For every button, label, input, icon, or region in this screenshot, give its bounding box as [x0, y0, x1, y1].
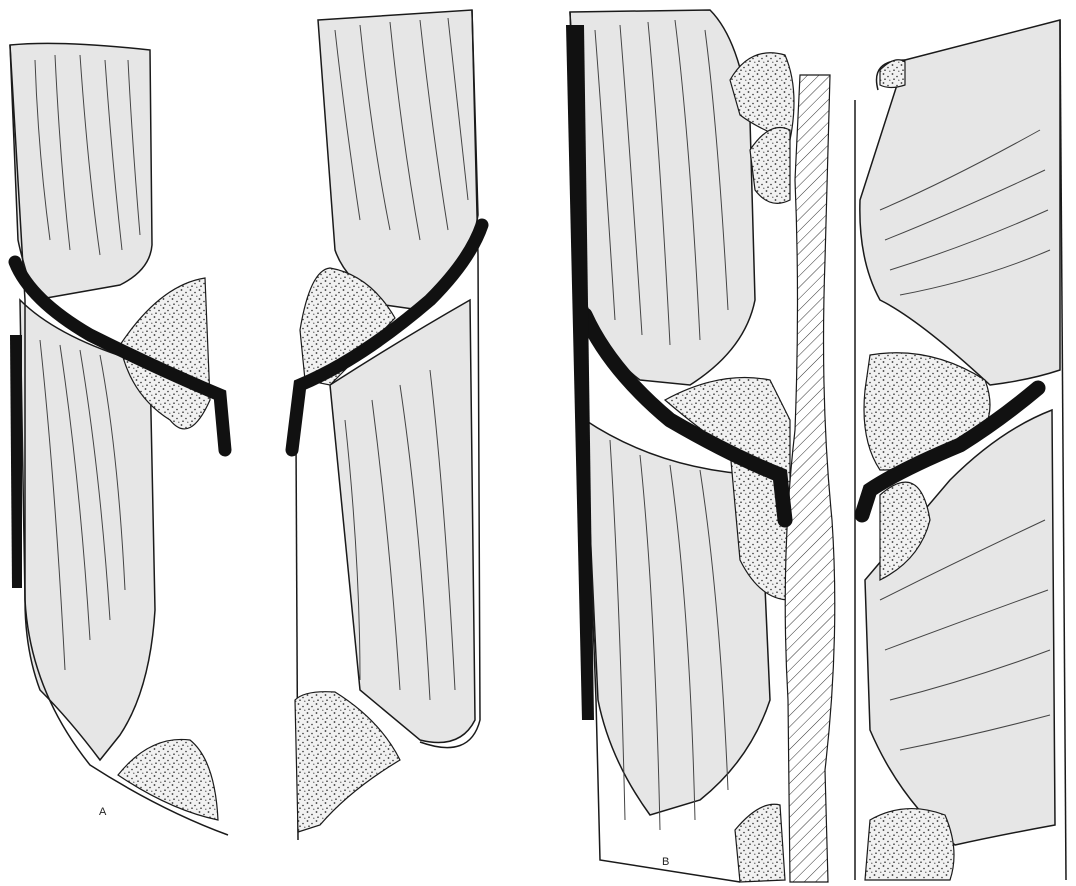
stipple-frag-a4: [295, 692, 400, 832]
stipple-frag-b7: [865, 809, 954, 880]
stipple-frag-b4: [735, 804, 785, 882]
piece-a-left: [10, 43, 228, 835]
stipple-frag-a2: [118, 739, 218, 820]
piece-b-right: [855, 20, 1066, 880]
panel-a: [10, 10, 482, 840]
panel-label-a: A: [99, 806, 106, 818]
panel-b: [566, 10, 1066, 882]
panel-label-b: B: [662, 856, 669, 868]
piece-a-right: [292, 10, 482, 840]
stipple-frag-b8: [880, 60, 905, 88]
piece-b-left: [566, 10, 835, 882]
stipple-frag-b2: [750, 128, 790, 204]
hatched-shaft: [785, 75, 835, 882]
